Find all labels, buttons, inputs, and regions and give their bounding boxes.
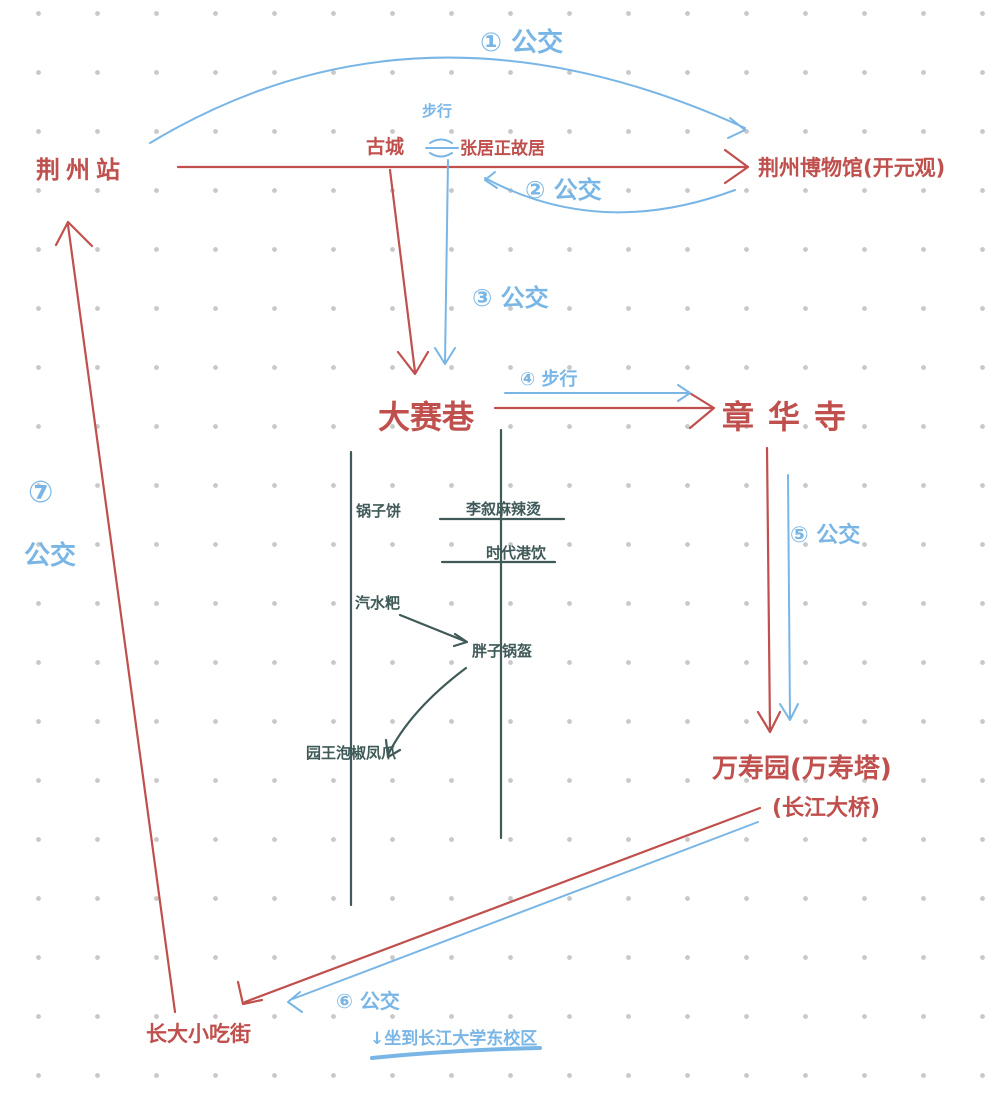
transit-6-note: ↓坐到长江大学东校区 [370, 1029, 538, 1049]
place-jingzhou-station: 荆州站 [36, 156, 126, 184]
walk-label: 步行 [422, 102, 453, 120]
transit-6-label: ⑥ 公交 [336, 989, 400, 1013]
place-wanshou-garden: 万寿园(万寿塔) [712, 754, 892, 784]
route-wanshou-food [236, 806, 762, 1006]
food-stall: 时代港饮 [486, 544, 547, 562]
food-stall: 李叙麻辣烫 [466, 500, 542, 518]
destination-underline [370, 1046, 542, 1060]
transit-2-label: ② 公交 [525, 176, 602, 204]
transit-2-line [484, 171, 736, 214]
transit-5-label: ⑤ 公交 [790, 523, 861, 548]
transit-1-label: ① 公交 [480, 28, 564, 58]
transit-6-line [287, 821, 759, 1013]
transit-5-line [779, 474, 799, 721]
transit-4-line [504, 384, 691, 402]
place-old-city: 古城 [366, 136, 405, 158]
food-stall: 汽水粑 [355, 594, 401, 612]
walk-arrow [425, 138, 459, 158]
place-zhang-residence: 张居正故居 [460, 139, 545, 159]
place-zhanghua-temple: 章华寺 [722, 398, 861, 436]
place-dasai-lane: 大赛巷 [378, 398, 475, 436]
route-oldcity-dasai [388, 168, 430, 376]
food-arrow-2 [384, 666, 468, 759]
route-food-station [54, 220, 177, 1014]
transit-4-label: ④ 步行 [520, 369, 578, 390]
transit-3-line [434, 159, 456, 365]
food-stall: 锅子饼 [356, 502, 402, 520]
transit-1-line [149, 56, 746, 144]
place-yangtze-bridge: (长江大桥) [772, 796, 881, 821]
route-station-museum [176, 148, 750, 185]
transit-7-label: 公交 [24, 541, 77, 571]
route-zhanghua-wanshou [756, 446, 782, 734]
food-stall: 园王泡椒凤爪 [306, 744, 397, 762]
food-arrow-1 [398, 613, 469, 648]
transit-3-label: ③ 公交 [472, 284, 549, 312]
place-museum: 荆州博物馆(开元观) [758, 156, 946, 180]
route-dasai-zhanghua [493, 390, 716, 430]
food-stall: 胖子锅盔 [472, 642, 533, 660]
transit-7-number: ⑦ [28, 475, 54, 510]
place-food-street: 长大小吃街 [146, 1022, 251, 1046]
